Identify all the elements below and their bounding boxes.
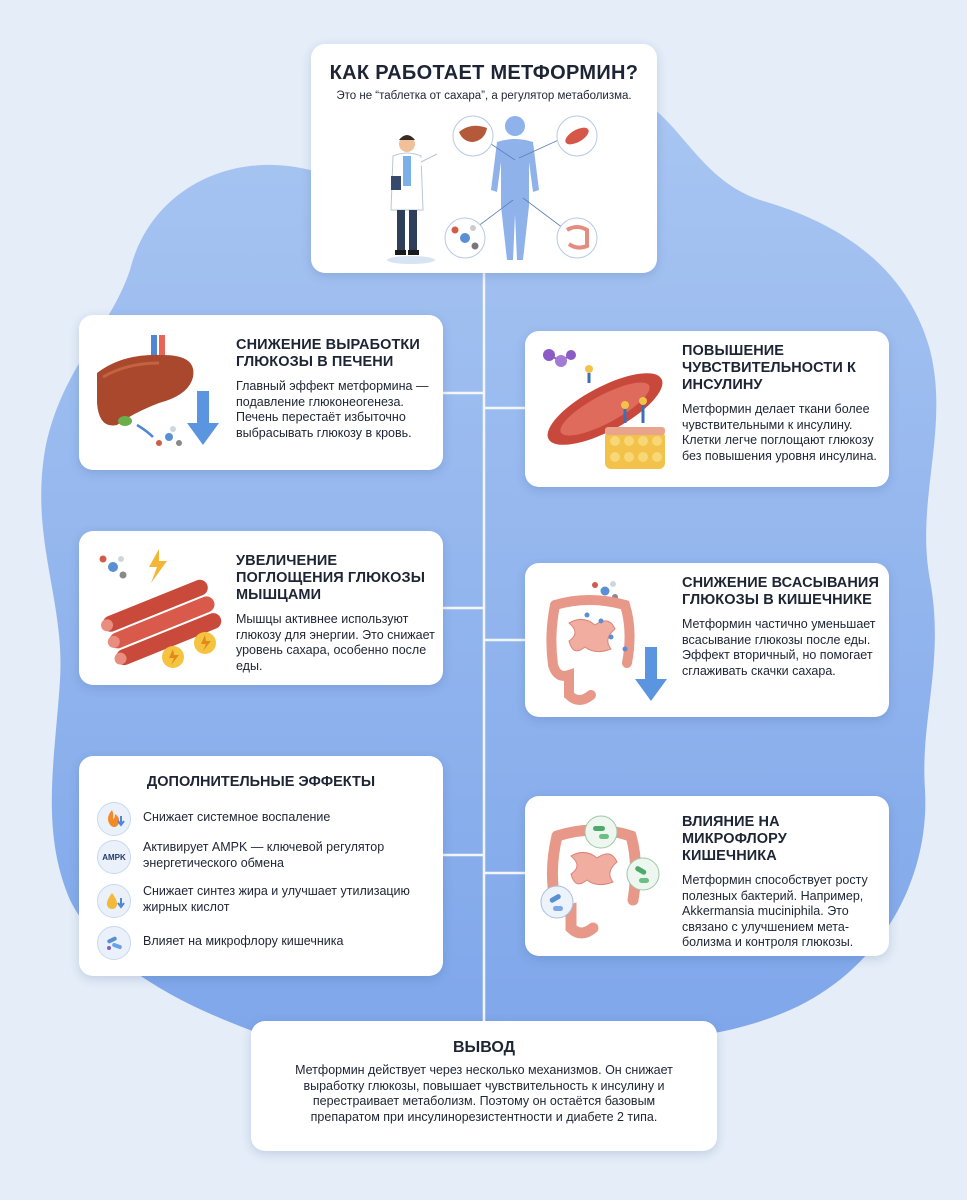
down-arrow-icon bbox=[635, 647, 667, 701]
card-title: ПОВЫШЕНИЕ ЧУВСТВИТЕЛЬНОСТИ К ИНСУЛИНУ bbox=[682, 343, 856, 393]
microflora-card: ВЛИЯНИЕ НА МИКРОФЛОРУ КИШЕЧНИКА Метформи… bbox=[525, 796, 889, 956]
glucose-molecule-icon bbox=[592, 581, 618, 600]
insulin-card: ПОВЫШЕНИЕ ЧУВСТВИТЕЛЬНОСТИ К ИНСУЛИНУ Ме… bbox=[525, 331, 889, 487]
muscle-small-icon bbox=[556, 115, 598, 157]
card-text: Мышцы активнее используют глюкозу для эн… bbox=[236, 612, 435, 673]
bacteria-icon bbox=[540, 815, 660, 919]
doctor-body-illustration bbox=[387, 115, 598, 264]
additional-effects-card: ДОПОЛНИТЕЛЬНЫЕ ЭФФЕКТЫ Снижает системное… bbox=[79, 756, 443, 976]
conclusion-text: Метформин действует через несколько меха… bbox=[295, 1063, 673, 1124]
flame-down-icon bbox=[97, 802, 131, 836]
card-text: Метформин способствует росту полезных ба… bbox=[682, 873, 868, 949]
additional-effect-text: Влияет на микрофлору кишечника bbox=[143, 934, 344, 948]
conclusion-card: ВЫВОД Метформин действует через нескольк… bbox=[251, 1021, 717, 1151]
page-subtitle: Это не “таблетка от сахара”, а регулятор… bbox=[336, 90, 632, 102]
glucose-molecule-icon bbox=[156, 426, 182, 446]
doctor-icon bbox=[387, 135, 441, 264]
card-text: Главный эффект метформина — подавление г… bbox=[236, 379, 429, 440]
card-text: Метформин частично уменьшает всасывание … bbox=[682, 617, 876, 678]
down-arrow-icon bbox=[187, 391, 219, 445]
ampk-icon: AMPK bbox=[97, 840, 131, 874]
energy-coin-icon bbox=[162, 632, 216, 668]
liver-card: СНИЖЕНИЕ ВЫРАБОТКИ ГЛЮКОЗЫ В ПЕЧЕНИ Глав… bbox=[79, 315, 443, 470]
additional-effect-item: AMPK Активирует AMPK — ключевой регулято… bbox=[97, 840, 413, 874]
glucose-molecule-icon bbox=[99, 555, 127, 579]
card-title: СНИЖЕНИЕ ВСАСЫВАНИЯ ГЛЮКОЗЫ В КИШЕЧНИКЕ bbox=[682, 575, 879, 608]
intestine-card: СНИЖЕНИЕ ВСАСЫВАНИЯ ГЛЮКОЗЫ В КИШЕЧНИКЕ … bbox=[525, 563, 889, 717]
bacteria-icon bbox=[97, 926, 131, 960]
additional-effect-item: Снижает системное воспаление bbox=[97, 802, 413, 836]
muscle-insulin-icon bbox=[543, 349, 665, 469]
additional-effects-title: ДОПОЛНИТЕЛЬНЫЕ ЭФФЕКТЫ bbox=[146, 774, 376, 790]
header-card: КАК РАБОТАЕТ МЕТФОРМИН? Это не “таблетка… bbox=[311, 44, 657, 273]
liver-small-icon bbox=[452, 115, 494, 157]
liver-icon bbox=[97, 335, 219, 446]
lightning-icon bbox=[149, 549, 167, 583]
molecule-small-icon bbox=[444, 217, 486, 259]
card-text: Метформин делает ткани более чувствитель… bbox=[682, 402, 877, 463]
microflora-icon bbox=[540, 815, 660, 939]
page-title: КАК РАБОТАЕТ МЕТФОРМИН? bbox=[329, 62, 639, 84]
muscle-card: УВЕЛИЧЕНИЕ ПОГЛОЩЕНИЯ ГЛЮКОЗЫ МЫШЦАМИ Мы… bbox=[79, 531, 443, 685]
fat-drop-down-icon bbox=[97, 884, 131, 918]
additional-effect-text: Снижает системное воспаление bbox=[143, 810, 331, 824]
insulin-receptor-icon bbox=[587, 373, 645, 423]
additional-effect-text: Снижает синтез жира и улучшает утилизаци… bbox=[143, 884, 410, 914]
muscle-fibers-icon bbox=[99, 549, 222, 668]
intestine-small-icon bbox=[556, 217, 598, 259]
card-title: УВЕЛИЧЕНИЕ ПОГЛОЩЕНИЯ ГЛЮКОЗЫ МЫШЦАМИ bbox=[236, 553, 425, 603]
additional-effect-item: Влияет на микрофлору кишечника bbox=[97, 926, 413, 960]
card-title: ВЛИЯНИЕ НА МИКРОФЛОРУ КИШЕЧНИКА bbox=[682, 814, 787, 864]
card-title: СНИЖЕНИЕ ВЫРАБОТКИ ГЛЮКОЗЫ В ПЕЧЕНИ bbox=[236, 337, 420, 370]
additional-effect-text: Активирует AMPK — ключевой регулятор эне… bbox=[143, 840, 385, 870]
additional-effect-item: Снижает синтез жира и улучшает утилизаци… bbox=[97, 884, 413, 918]
conclusion-title: ВЫВОД bbox=[452, 1039, 515, 1056]
intestine-icon bbox=[546, 581, 667, 705]
